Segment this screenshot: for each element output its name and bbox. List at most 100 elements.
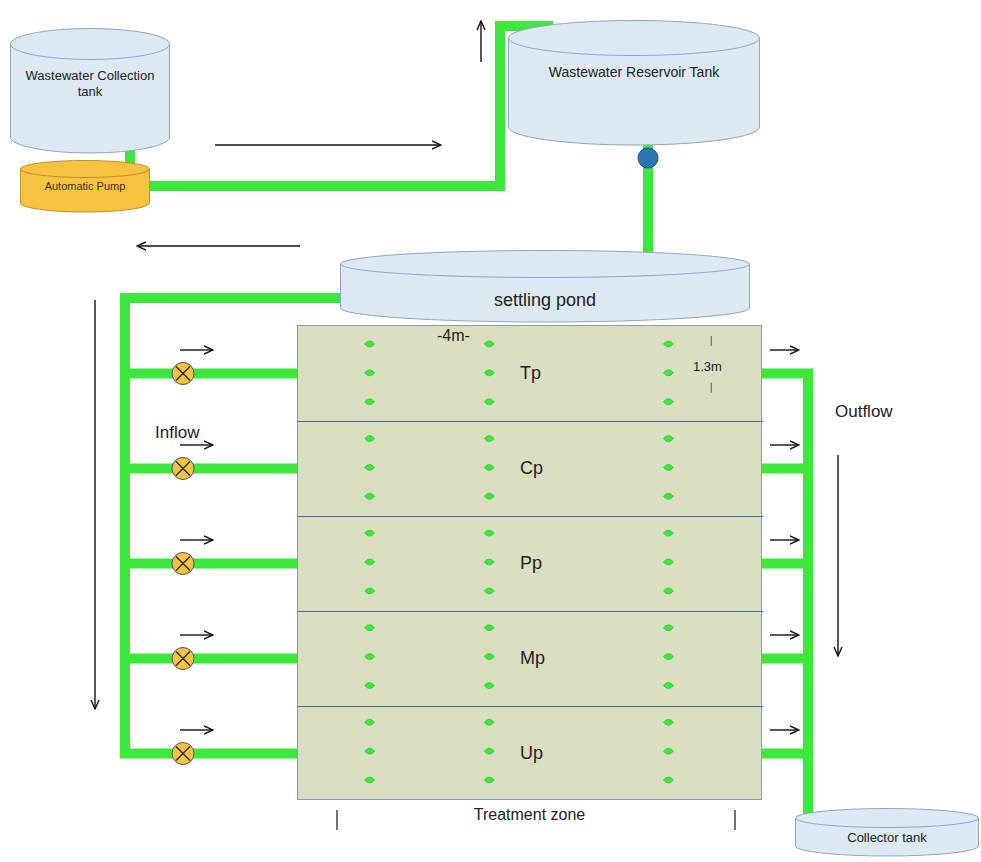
plant xyxy=(663,719,673,725)
dimension-label: 1.3m xyxy=(693,359,722,374)
plant xyxy=(484,341,494,347)
collection-tank: Wastewater Collection tank xyxy=(10,28,170,153)
valve-body xyxy=(172,648,194,670)
plant xyxy=(365,399,375,405)
plant xyxy=(663,654,673,660)
treatment-zone: Treatment zoneTpCpPpMpUp xyxy=(297,325,762,800)
treatment-band: Pp xyxy=(298,516,763,611)
plant xyxy=(365,748,375,754)
node-label: Wastewater Collection tank xyxy=(22,68,158,99)
pump: Automatic Pump xyxy=(20,160,150,212)
treatment-band: Up xyxy=(298,706,763,801)
valve-cross xyxy=(176,747,190,761)
cylinder-top xyxy=(11,29,170,60)
plant xyxy=(484,748,494,754)
cylinder-top xyxy=(796,809,979,828)
band-label: Mp xyxy=(520,648,545,670)
plant xyxy=(663,559,673,565)
plant xyxy=(663,370,673,376)
flow-meter xyxy=(638,148,658,168)
plant xyxy=(484,625,494,631)
pipe xyxy=(763,564,808,815)
cylinder-outline xyxy=(508,20,760,145)
plant xyxy=(663,436,673,442)
plant xyxy=(663,399,673,405)
valve-body xyxy=(172,363,194,385)
cylinder-top xyxy=(21,161,150,178)
flow-label: Inflow xyxy=(155,423,199,443)
plant xyxy=(365,559,375,565)
plant xyxy=(663,777,673,783)
plant xyxy=(484,777,494,783)
dimension-label: -4m- xyxy=(437,327,470,345)
node-label: Treatment zone xyxy=(298,805,761,824)
plant xyxy=(484,399,494,405)
pipe xyxy=(763,659,808,815)
plant xyxy=(365,588,375,594)
plant xyxy=(365,654,375,660)
valve-symbol xyxy=(172,363,194,385)
plant xyxy=(663,748,673,754)
plant xyxy=(365,682,375,688)
plant xyxy=(484,493,494,499)
cylinder-outline xyxy=(340,250,750,322)
treatment-band: Mp xyxy=(298,611,763,706)
valve-cross xyxy=(176,462,190,476)
cylinder-body xyxy=(11,44,170,153)
plant xyxy=(484,464,494,470)
band-label: Tp xyxy=(520,363,541,385)
pipe xyxy=(763,469,808,815)
node-label: Wastewater Reservoir Tank xyxy=(520,64,748,81)
cylinder-top xyxy=(341,251,750,278)
valve-symbol xyxy=(172,648,194,670)
plant xyxy=(484,559,494,565)
node-label: settling pond xyxy=(352,290,738,312)
valve-symbol xyxy=(172,458,194,480)
plant xyxy=(663,682,673,688)
pipe xyxy=(763,374,808,815)
plant xyxy=(484,370,494,376)
plant xyxy=(365,625,375,631)
settling-pond: settling pond xyxy=(340,250,750,322)
plant xyxy=(365,493,375,499)
pipe xyxy=(150,26,548,186)
plant xyxy=(484,588,494,594)
plant xyxy=(365,719,375,725)
plant xyxy=(663,341,673,347)
plant xyxy=(365,777,375,783)
plant xyxy=(663,625,673,631)
valve-symbol xyxy=(172,743,194,765)
plant xyxy=(484,530,494,536)
band-label: Pp xyxy=(520,553,542,575)
plant xyxy=(365,370,375,376)
plant xyxy=(484,436,494,442)
collector-tank: Collector tank xyxy=(795,808,979,856)
dimension-tick xyxy=(711,383,712,393)
band-label: Up xyxy=(520,743,543,765)
valve-cross xyxy=(176,367,190,381)
plant xyxy=(365,464,375,470)
reservoir-tank: Wastewater Reservoir Tank xyxy=(508,20,760,145)
plant xyxy=(484,682,494,688)
band-label: Cp xyxy=(520,458,543,480)
pipe xyxy=(763,754,808,815)
plant xyxy=(663,464,673,470)
dimension-tick xyxy=(711,336,712,346)
treatment-band: Cp xyxy=(298,421,763,516)
plant xyxy=(365,530,375,536)
plant xyxy=(484,719,494,725)
plant xyxy=(663,493,673,499)
valve-body xyxy=(172,553,194,575)
valve-symbol xyxy=(172,553,194,575)
valve-body xyxy=(172,458,194,480)
plant xyxy=(484,654,494,660)
valve-cross xyxy=(176,557,190,571)
plant xyxy=(365,341,375,347)
valve-body xyxy=(172,743,194,765)
plant xyxy=(663,530,673,536)
valve-cross xyxy=(176,652,190,666)
cylinder-top xyxy=(509,21,760,56)
node-label: Automatic Pump xyxy=(32,180,138,193)
node-label: Collector tank xyxy=(807,830,967,846)
